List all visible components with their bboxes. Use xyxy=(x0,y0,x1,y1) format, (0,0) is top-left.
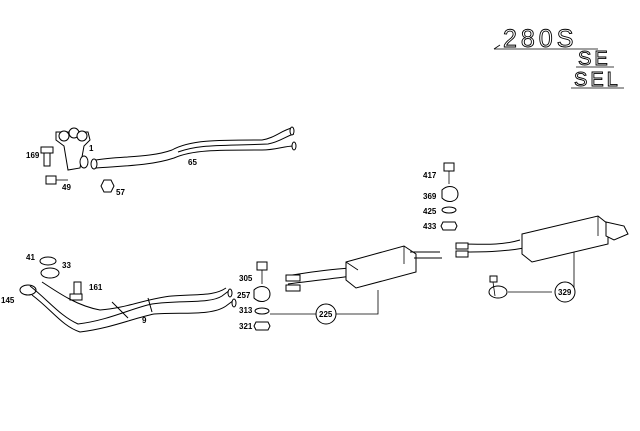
label-65: 65 xyxy=(188,158,197,167)
tail-pipe xyxy=(605,221,629,241)
middle-muffler-seam xyxy=(345,261,359,271)
upper-front-pipe-assembly xyxy=(40,126,297,193)
rear-muffler-assembly xyxy=(455,215,629,299)
leader-225-right xyxy=(336,290,379,315)
nut-57 xyxy=(100,179,115,193)
rear-inlet-coupling-a xyxy=(455,242,469,250)
bolt-169 xyxy=(43,151,51,167)
middle-inlet-coupling-b xyxy=(285,284,301,292)
nut-321 xyxy=(253,321,271,331)
bolt-417 xyxy=(443,162,455,172)
pipe-9-joint-mark xyxy=(147,297,153,313)
label-169: 169 xyxy=(26,151,40,160)
label-417: 417 xyxy=(423,171,437,180)
pipe-9-clamp-mark xyxy=(111,301,129,319)
label-257: 257 xyxy=(237,291,251,300)
label-33: 33 xyxy=(62,261,71,270)
badge-se: SE xyxy=(578,48,611,70)
bolt-49-head xyxy=(45,175,57,185)
middle-inlet-lower xyxy=(287,275,353,285)
bolt-169-head xyxy=(40,146,54,154)
label-57: 57 xyxy=(116,188,125,197)
pipe-9-upper xyxy=(29,285,231,325)
rear-inlet-lower xyxy=(459,247,525,253)
flange-nut-right xyxy=(76,130,88,142)
ring-145 xyxy=(19,284,37,296)
pipe-65-inner xyxy=(177,133,295,153)
model-badges: 280S SE SEL xyxy=(493,25,624,91)
label-161: 161 xyxy=(89,283,103,292)
label-433: 433 xyxy=(423,222,437,231)
flange-nut-left xyxy=(58,130,70,142)
pipe-9-lower xyxy=(31,294,235,333)
label-329: 329 xyxy=(558,288,572,297)
middle-inlet-coupling-a xyxy=(285,274,301,282)
lower-front-pipe-assembly xyxy=(19,256,237,333)
rear-clamp-bolt xyxy=(489,275,498,283)
pipe-65-inlet xyxy=(90,158,98,170)
rubber-mount-257 xyxy=(253,286,271,302)
label-1: 1 xyxy=(89,144,94,153)
callout-circle-225 xyxy=(315,303,337,325)
label-49: 49 xyxy=(62,183,71,192)
bolt-161-head xyxy=(69,293,83,301)
label-9: 9 xyxy=(142,316,147,325)
pipe-9-inner xyxy=(41,281,227,311)
nut-433 xyxy=(440,221,458,231)
manifold-flange xyxy=(55,131,91,171)
bolt-161 xyxy=(73,281,82,295)
clamp-1 xyxy=(79,155,89,169)
rubber-mount-369 xyxy=(441,186,459,202)
middle-muffler-assembly xyxy=(285,245,442,292)
badge-sel: SEL xyxy=(574,69,621,91)
callout-circle-329 xyxy=(554,281,576,303)
label-425: 425 xyxy=(423,207,437,216)
pipe-65-outlet-a xyxy=(289,126,295,136)
bolt-305 xyxy=(256,261,268,271)
washer-425 xyxy=(441,206,457,214)
middle-muffler-body xyxy=(345,245,417,289)
rear-inlet-coupling-b xyxy=(455,250,469,258)
pipe-9-outlet-b xyxy=(231,298,237,308)
hanger-stack-lower xyxy=(253,261,379,331)
rear-clamp-bolt-shaft xyxy=(492,281,496,297)
pipe-9-outlet-a xyxy=(227,288,233,298)
label-145: 145 xyxy=(1,296,15,305)
rear-clamp xyxy=(488,285,508,299)
washer-313 xyxy=(254,307,270,315)
label-369: 369 xyxy=(423,192,437,201)
hanger-stack-upper xyxy=(440,162,459,231)
badge-model: 280S xyxy=(503,25,577,53)
rear-muffler-body xyxy=(521,215,609,263)
gasket-33 xyxy=(40,267,60,279)
label-321: 321 xyxy=(239,322,253,331)
label-41: 41 xyxy=(26,253,35,262)
label-305: 305 xyxy=(239,274,253,283)
gasket-41 xyxy=(39,256,57,266)
pipe-65-lower xyxy=(95,145,295,169)
pipe-65-upper xyxy=(95,127,293,161)
pipe-65-outlet-b xyxy=(291,141,297,151)
label-313: 313 xyxy=(239,306,253,315)
label-225: 225 xyxy=(319,310,333,319)
